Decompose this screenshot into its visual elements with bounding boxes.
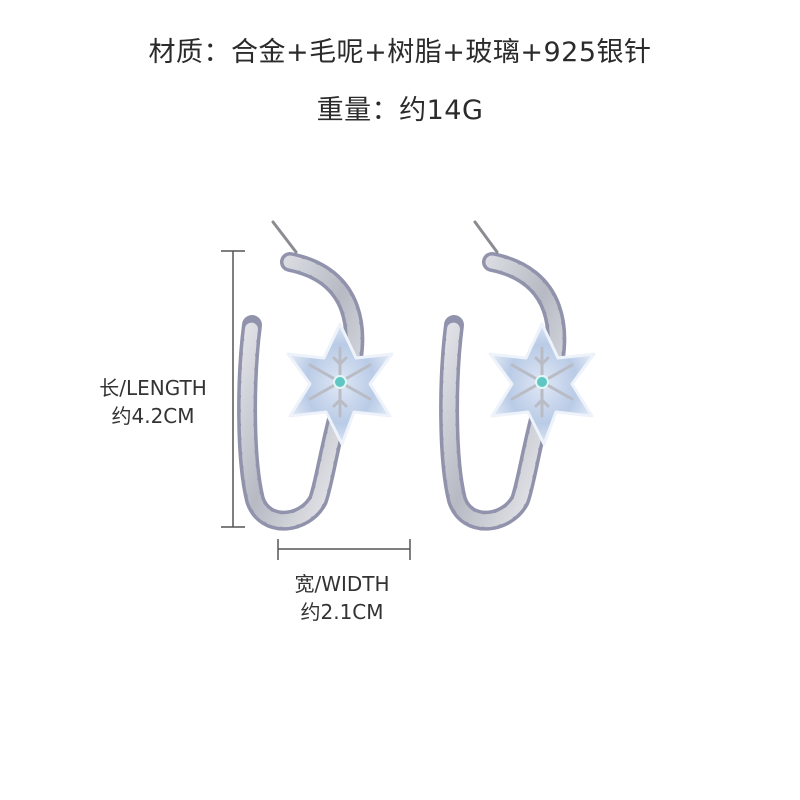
width-value: 约2.1CM [300, 600, 384, 624]
width-label: 宽/WIDTH [294, 572, 390, 596]
length-value: 约4.2CM [111, 404, 195, 428]
left-earring [237, 220, 394, 531]
length-label: 长/LENGTH [99, 376, 207, 400]
length-annotation: 长/LENGTH 约4.2CM [78, 374, 228, 430]
material-spec: 材质：合金+毛呢+树脂+玻璃+925银针 [148, 37, 652, 68]
weight-spec: 重量：约14G [316, 95, 484, 126]
ear-post [473, 220, 499, 254]
crystal-gem [535, 375, 549, 389]
crystal-gem [333, 375, 347, 389]
width-dimension-line [277, 539, 411, 560]
ear-post [271, 220, 298, 254]
length-dimension-line [221, 250, 245, 528]
right-earring [439, 220, 596, 531]
width-annotation: 宽/WIDTH 约2.1CM [262, 570, 422, 626]
hoop-chain-layer [240, 255, 361, 528]
hoop-chain-layer [442, 255, 563, 528]
snowflake-pendant [488, 322, 596, 446]
snowflake-pendant [286, 322, 394, 446]
